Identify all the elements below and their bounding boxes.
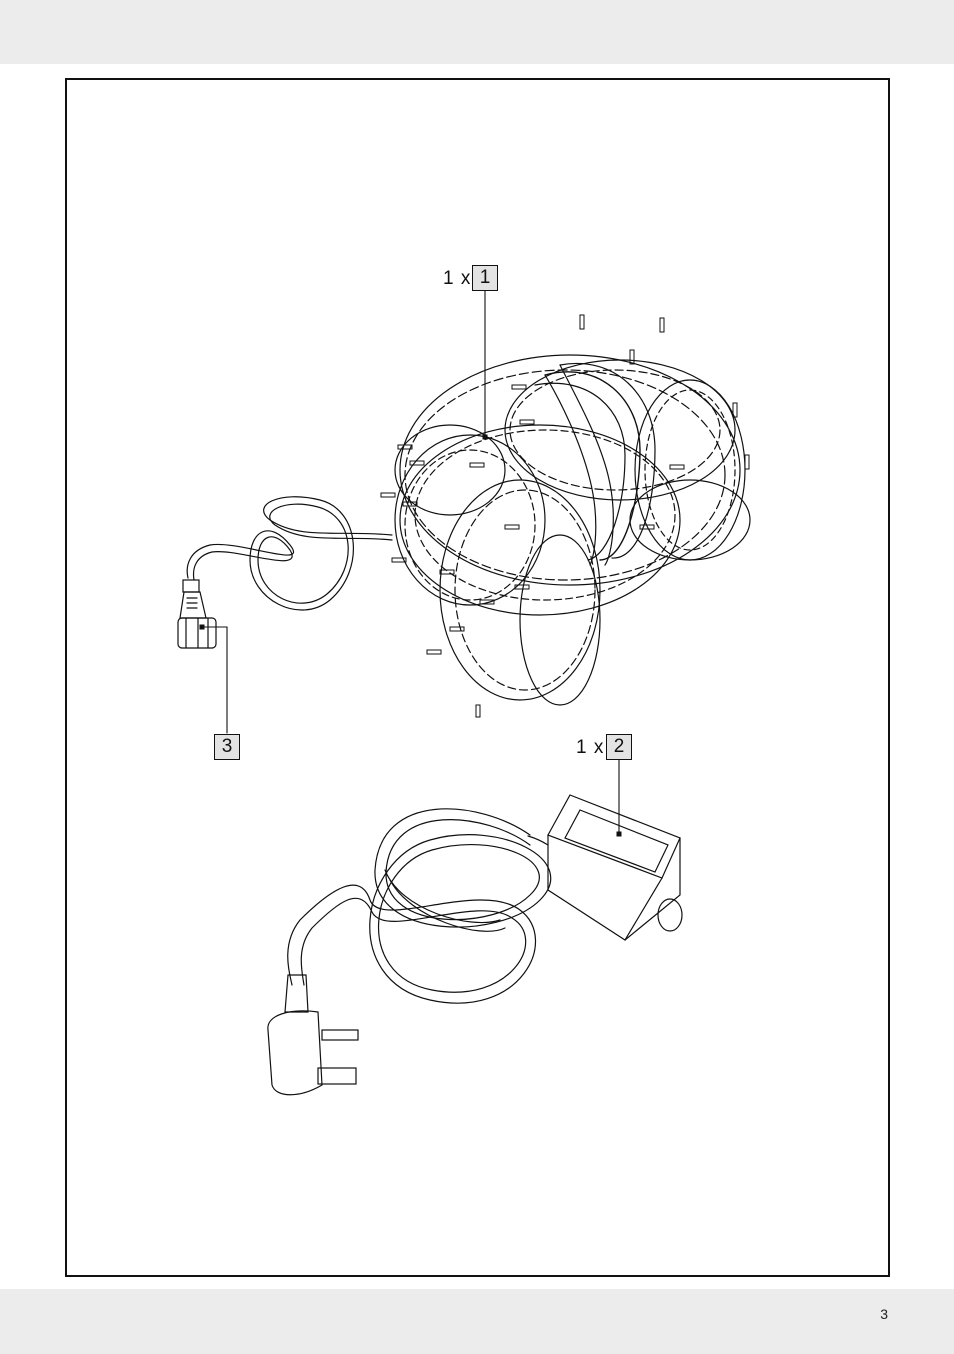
- light-string-coil: [187, 315, 750, 717]
- item-1-number-box: 1: [472, 265, 498, 291]
- item-2-number-box: 2: [606, 734, 632, 760]
- page-number: 3: [880, 1306, 888, 1322]
- connector: [178, 580, 216, 648]
- power-adapter: [268, 795, 682, 1095]
- footer-band: [0, 1289, 954, 1354]
- item-1-quantity: 1 x: [443, 266, 471, 292]
- item-2-quantity: 1 x: [576, 735, 604, 761]
- item-3-number-box: 3: [214, 734, 240, 760]
